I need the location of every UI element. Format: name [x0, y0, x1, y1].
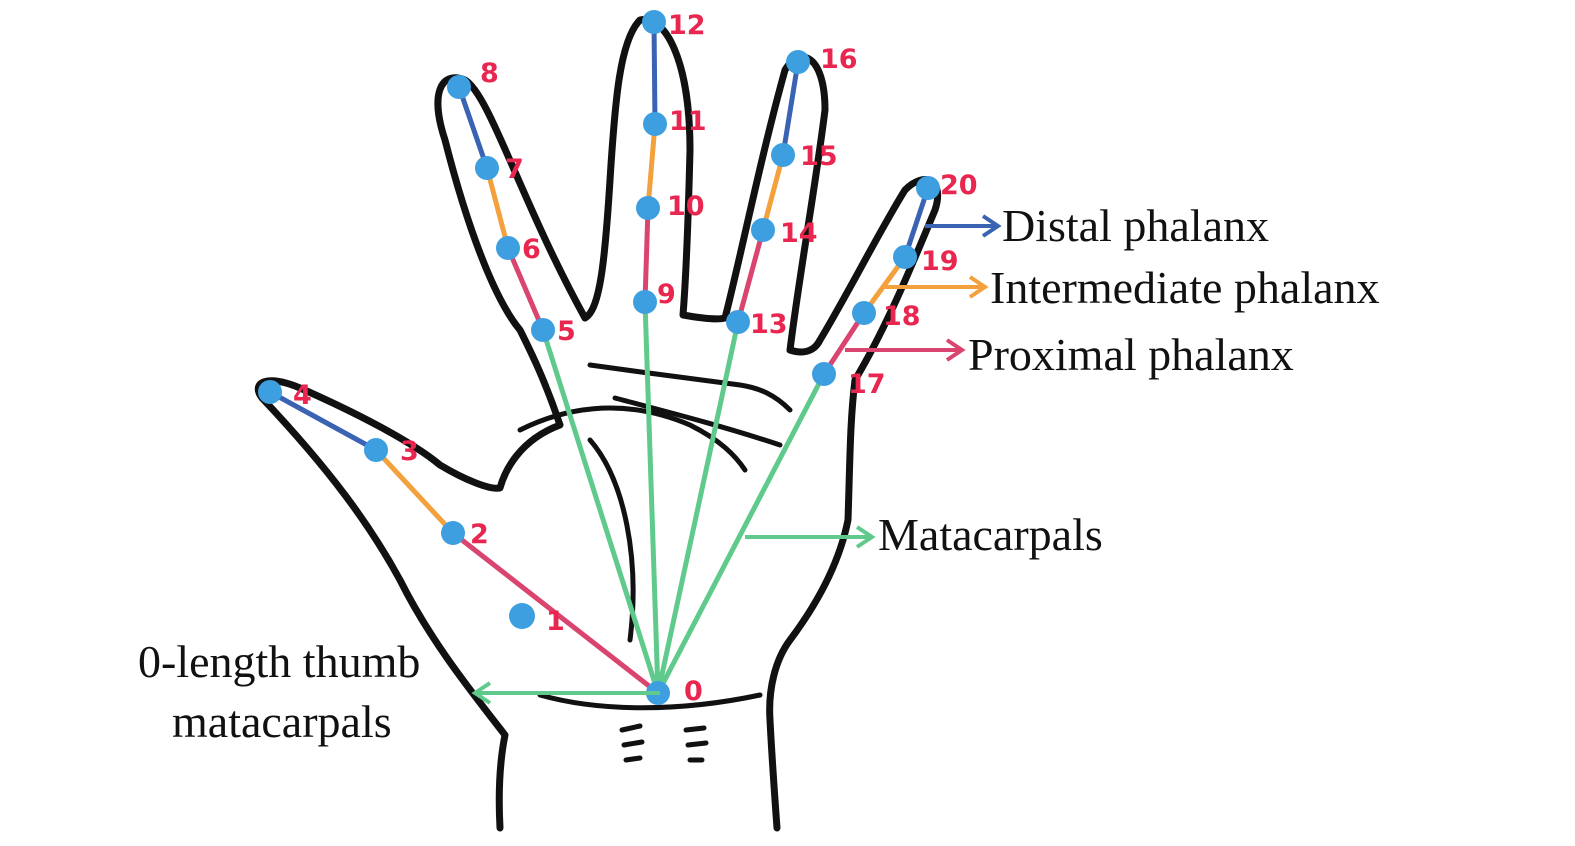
joint-16 — [786, 50, 810, 74]
joint-20 — [916, 176, 940, 200]
annotation-arrows — [471, 214, 1002, 705]
joint-6 — [496, 236, 520, 260]
intermediate-phalanx-label: Intermediate phalanx — [990, 262, 1380, 313]
joint-4 — [258, 380, 282, 404]
joint-label-7: 7 — [505, 154, 524, 185]
bone-11-12-distal — [651, 19, 658, 127]
bone-0-9-metacarpal — [642, 299, 661, 696]
joint-10 — [636, 196, 660, 220]
bone-10-11-intermediate — [645, 121, 658, 211]
joint-8 — [447, 75, 471, 99]
distal-phalanx-label: Distal phalanx — [1002, 200, 1269, 251]
bone-0-13-metacarpal — [655, 319, 741, 696]
joint-15 — [771, 143, 795, 167]
joint-label-3: 3 — [400, 436, 419, 467]
bone-6-7-intermediate — [484, 165, 511, 251]
intermediate-arrow — [885, 275, 989, 299]
bone-19-20-distal — [902, 185, 931, 260]
bone-0-17-metacarpal — [655, 371, 827, 696]
joint-17 — [812, 362, 836, 386]
thumb-metacarpals-label-line1: 0-length thumb — [138, 636, 420, 687]
bone-17-18-proximal — [821, 310, 867, 377]
bone-7-8-distal — [456, 84, 490, 171]
joint-label-1: 1 — [546, 606, 565, 637]
joint-label-15: 15 — [800, 141, 838, 172]
joint-label-11: 11 — [669, 106, 707, 137]
bone-15-16-distal — [780, 59, 801, 158]
joint-7 — [475, 156, 499, 180]
joint-label-8: 8 — [480, 58, 499, 89]
bone-14-15-intermediate — [760, 152, 786, 233]
joint-1 — [509, 603, 535, 629]
bone-segments — [267, 19, 931, 696]
joint-12 — [642, 10, 666, 34]
joint-label-19: 19 — [921, 246, 959, 277]
joint-label-18: 18 — [883, 301, 921, 332]
bone-0-5-metacarpal — [540, 327, 661, 696]
thumb-metacarpals-label-line2: matacarpals — [172, 696, 392, 747]
bone-3-4-distal — [267, 389, 379, 453]
joint-label-17: 17 — [848, 369, 886, 400]
bone-5-6-proximal — [505, 245, 546, 333]
joint-label-0: 0 — [684, 676, 703, 707]
joint-13 — [726, 310, 750, 334]
joint-label-4: 4 — [293, 380, 312, 411]
joint-label-5: 5 — [557, 316, 576, 347]
joint-label-10: 10 — [667, 191, 705, 222]
joint-14 — [751, 218, 775, 242]
joint-2 — [441, 521, 465, 545]
joint-label-20: 20 — [940, 170, 978, 201]
bone-2-3-intermediate — [373, 447, 456, 536]
metacarpals-arrow — [745, 525, 876, 549]
distal-arrow — [925, 214, 1002, 238]
bone-0-2-proximal — [450, 530, 661, 696]
joint-label-9: 9 — [657, 279, 676, 310]
proximal-arrow — [845, 338, 966, 362]
joint-18 — [852, 301, 876, 325]
joint-3 — [364, 438, 388, 462]
bone-13-14-proximal — [735, 227, 766, 325]
thumb-metacarpal-arrow — [471, 681, 660, 705]
joint-19 — [893, 245, 917, 269]
joint-label-6: 6 — [522, 234, 541, 265]
joint-points — [258, 10, 940, 705]
proximal-phalanx-label: Proximal phalanx — [968, 329, 1294, 380]
joint-label-16: 16 — [820, 44, 858, 75]
joint-label-12: 12 — [668, 10, 706, 41]
joint-label-2: 2 — [470, 519, 489, 550]
joint-5 — [531, 318, 555, 342]
joint-label-14: 14 — [780, 218, 818, 249]
joint-9 — [633, 290, 657, 314]
joint-label-13: 13 — [750, 309, 788, 340]
metacarpals-label: Matacarpals — [878, 509, 1103, 560]
bone-9-10-proximal — [642, 205, 651, 305]
joint-11 — [643, 112, 667, 136]
